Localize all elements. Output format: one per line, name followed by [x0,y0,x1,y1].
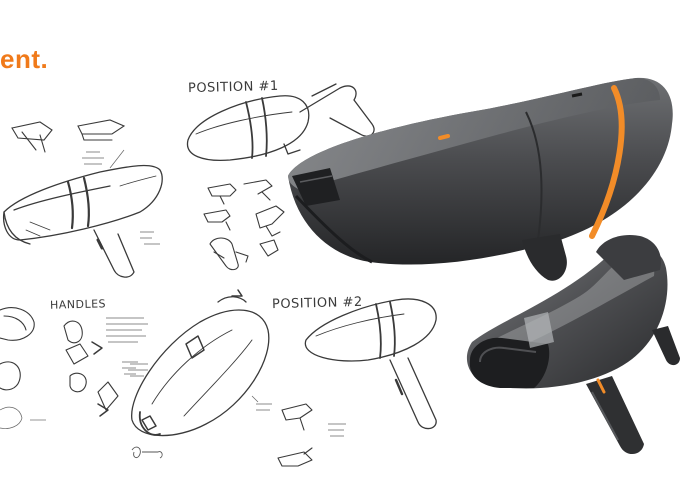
sketch-notes-left [82,149,160,245]
sketch-vacuum-position-2 [131,289,270,437]
sketch-parts-bottom [277,403,313,467]
sketch-handles-column [0,307,119,417]
sketch-signature [131,446,163,459]
sketch-thumbnails-middle [203,179,285,271]
sketch-vacuum-left [2,164,163,278]
render-vacuum-top [288,77,673,281]
sketch-vacuum-handle [304,298,437,430]
render-vacuum-bottom [466,234,680,455]
page-title-fragment: ent. [0,44,49,74]
sketch-notes-bottom-right [251,395,346,437]
sketch-notes-handles [106,317,148,375]
sketch-notes-bottom [0,363,272,429]
sketch-detail-small-1 [11,119,126,153]
